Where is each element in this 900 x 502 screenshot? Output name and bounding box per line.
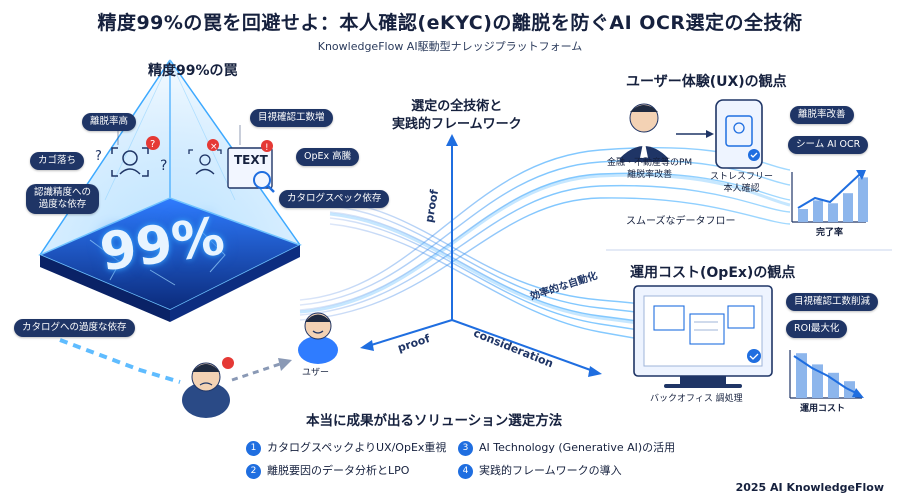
chart-bar	[796, 353, 807, 398]
completion-chart	[791, 170, 868, 223]
method-number: 2	[246, 463, 261, 479]
pill-dropout-improve: 離脱率改善	[790, 106, 854, 124]
page-title: 精度99%の罠を回避せよ：本人確認(eKYC)の離脱を防ぐAI OCR選定の全技…	[97, 12, 803, 34]
chart-bar	[843, 193, 853, 222]
stressfree-caption: ストレスフリー 本人確認	[710, 172, 774, 194]
pm-to-phone-arrowhead	[706, 130, 714, 138]
method-item-3: 3 AI Technology (Generative AI)の活用	[458, 439, 675, 456]
pill-catalog-dependence: カタログスペック依存	[279, 190, 390, 208]
svg-text:!: !	[265, 143, 269, 153]
dashed-arrow-head	[278, 358, 292, 371]
framework-heading: 選定の全技術と 実践的フレームワーク	[392, 99, 522, 132]
pill-roi-max: ROI最大化	[786, 320, 848, 338]
cost-chart	[789, 350, 864, 399]
pm-caption: 金融・不動産等のPM 離脱率改善	[607, 158, 693, 180]
backoffice-caption: バックオフィス 調処理	[650, 394, 743, 404]
pill-over-reliance: 認識精度への 過度な依存	[26, 184, 100, 214]
method-text: AI Technology (Generative AI)の活用	[479, 441, 676, 454]
footer-credit: 2025 AI KnowledgeFlow	[735, 481, 884, 494]
page-subtitle: KnowledgeFlow AI駆動型ナレッジプラットフォーム	[317, 40, 583, 53]
chart-bar	[812, 364, 823, 398]
method-item-1: 1 カタログスペックよりUX/OpEx重視	[246, 439, 446, 456]
smooth-flow-label: スムーズなデータフロー	[626, 216, 736, 227]
doc-text-label: TEXT	[234, 153, 268, 167]
svg-text:?: ?	[160, 158, 167, 174]
platform	[38, 197, 302, 322]
monitor-icon	[633, 285, 773, 388]
method-number: 1	[246, 440, 261, 456]
proof-axis-diag-arrow	[360, 340, 374, 351]
document-icon	[227, 147, 275, 193]
chart-bar	[798, 209, 808, 222]
method-item-2: 2 離脱要因のデータ分析とLPO	[246, 462, 409, 479]
stressed-user-icon	[182, 362, 230, 418]
question-badge	[146, 136, 160, 150]
method-item-4: 4 実践的フレームワークの導入	[458, 462, 622, 479]
exclaim-badge	[222, 357, 234, 369]
method-text: カタログスペックよりUX/OpEx重視	[267, 441, 447, 454]
pill-visual-check: 目視確認工数増	[250, 109, 333, 127]
pill-visual-reduction: 目視確認工数削減	[786, 293, 879, 311]
phone-icon	[715, 99, 763, 169]
method-number: 3	[458, 440, 473, 456]
ux-heading: ユーザー体験(UX)の観点	[626, 74, 787, 90]
dashed-arrow-right	[231, 362, 281, 382]
face-frame-icon	[111, 147, 149, 177]
cost-chart-label: 運用コスト	[800, 404, 846, 414]
pill-catalog-over-reliance: カタログへの過度な依存	[14, 319, 135, 337]
user-frame-icon	[188, 149, 222, 175]
method-text: 離脱要因のデータ分析とLPO	[267, 464, 410, 477]
consideration-axis	[451, 319, 597, 373]
method-number: 4	[458, 463, 473, 479]
chart-bar	[858, 177, 868, 222]
pill-opex-surge: OpEx 高騰	[296, 148, 360, 166]
pm-person-icon	[620, 103, 668, 162]
completion-chart-label: 完了率	[816, 228, 844, 238]
chart-bar	[828, 372, 839, 398]
pill-seamless-ocr: シーム AI OCR	[788, 136, 869, 154]
user-icon	[298, 312, 338, 364]
methods-heading: 本当に成果が出るソリューション選定方法	[306, 413, 563, 429]
proof-axis-arrow	[446, 134, 458, 146]
trap-heading: 精度99%の罠	[148, 63, 238, 79]
user-label: ユザー	[302, 368, 330, 378]
svg-text:×: ×	[210, 142, 218, 152]
alert-badge	[261, 140, 273, 152]
svg-text:?: ?	[150, 139, 155, 150]
consideration-axis-arrow	[588, 366, 602, 377]
pill-dropout-high: 離脱率高	[82, 113, 137, 131]
dashed-arrow	[59, 338, 181, 384]
x-badge	[207, 139, 219, 151]
svg-text:?: ?	[95, 149, 102, 164]
chart-bar	[813, 200, 823, 222]
method-text: 実践的フレームワークの導入	[479, 464, 622, 477]
opex-heading: 運用コスト(OpEx)の観点	[630, 265, 796, 281]
chart-bar	[828, 203, 838, 222]
pill-basket-abandon: カゴ落ち	[30, 152, 85, 170]
proof-axis-diagonal	[367, 319, 453, 347]
